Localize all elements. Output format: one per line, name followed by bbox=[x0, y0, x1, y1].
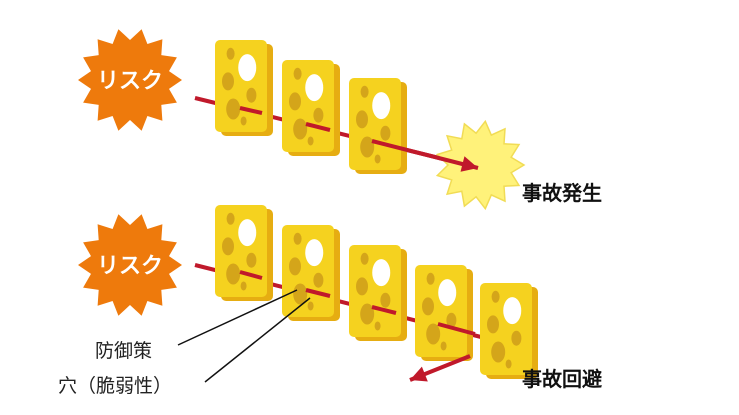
defense-layer-slice bbox=[215, 40, 273, 136]
hole-leader-line bbox=[204, 297, 311, 383]
hole-icon bbox=[222, 237, 234, 256]
hole-icon bbox=[360, 303, 375, 325]
hole-icon bbox=[360, 252, 369, 265]
hole-icon bbox=[422, 297, 434, 316]
hole-icon bbox=[372, 92, 391, 120]
risk-path-arrow bbox=[305, 288, 331, 298]
hole-icon bbox=[293, 67, 302, 80]
accident-burst-icon bbox=[435, 119, 526, 211]
hole-icon bbox=[305, 239, 324, 267]
defense-layer-slice bbox=[349, 78, 407, 174]
hole-icon bbox=[360, 136, 375, 158]
bottom-row: リスク 事故回避 防御策 穴（脆弱性） bbox=[58, 205, 602, 397]
risk-label: リスク bbox=[97, 254, 163, 279]
hole-icon bbox=[293, 283, 308, 305]
hole-icon bbox=[503, 297, 522, 325]
defense-leader-line bbox=[177, 289, 298, 346]
risk-path-arrow bbox=[437, 322, 476, 336]
top-row: リスク 事故発生 bbox=[78, 29, 602, 211]
hole-icon bbox=[505, 359, 512, 369]
hole-icon bbox=[313, 272, 324, 288]
hole-icon bbox=[226, 212, 235, 225]
hole-icon bbox=[246, 252, 257, 268]
hole-icon bbox=[293, 118, 308, 140]
hole-icon bbox=[289, 92, 301, 111]
hole-icon bbox=[305, 74, 324, 102]
hole-icon bbox=[246, 87, 257, 103]
hole-icon bbox=[222, 72, 234, 91]
hole-icon bbox=[238, 219, 257, 247]
hole-icon bbox=[374, 154, 381, 164]
hole-icon bbox=[226, 98, 241, 120]
hole-icon bbox=[380, 292, 391, 308]
hole-icon bbox=[293, 232, 302, 245]
hole-icon bbox=[238, 54, 257, 82]
hole-icon bbox=[491, 290, 500, 303]
hole-icon bbox=[426, 323, 441, 345]
hole-icon bbox=[307, 301, 314, 311]
hole-icon bbox=[240, 116, 247, 126]
risk-path-arrow bbox=[305, 122, 331, 132]
defense-layer-slice bbox=[349, 245, 407, 341]
defense-layer-slice bbox=[480, 283, 538, 379]
outcome-avoided: 事故回避 bbox=[522, 367, 602, 391]
risk-burst-icon bbox=[78, 29, 182, 131]
hole-icon bbox=[440, 341, 447, 351]
risk-label: リスク bbox=[97, 69, 163, 94]
defense-label: 防御策 bbox=[95, 340, 152, 362]
hole-label: 穴（脆弱性） bbox=[58, 375, 172, 397]
risk-path-arrow bbox=[239, 270, 263, 280]
hole-icon bbox=[313, 107, 324, 123]
hole-icon bbox=[226, 263, 241, 285]
risk-path-arrow bbox=[239, 106, 263, 115]
defense-layer-slice bbox=[282, 225, 340, 321]
risk-burst-icon bbox=[78, 214, 182, 316]
hole-icon bbox=[372, 259, 391, 287]
hole-icon bbox=[356, 277, 368, 296]
hole-icon bbox=[487, 315, 499, 334]
arrowhead-icon bbox=[410, 366, 428, 382]
defense-layer-slice bbox=[215, 205, 273, 301]
hole-icon bbox=[307, 136, 314, 146]
risk-path-arrow bbox=[371, 139, 479, 170]
hole-icon bbox=[240, 281, 247, 291]
outcome-accident: 事故発生 bbox=[522, 181, 602, 205]
hole-icon bbox=[289, 257, 301, 276]
hole-icon bbox=[511, 330, 522, 346]
arrowhead-icon bbox=[460, 156, 478, 172]
hole-icon bbox=[356, 110, 368, 129]
hole-icon bbox=[446, 312, 457, 328]
defense-layer-slice bbox=[282, 60, 340, 156]
hole-icon bbox=[380, 125, 391, 141]
hole-icon bbox=[360, 85, 369, 98]
hole-icon bbox=[226, 47, 235, 60]
hole-icon bbox=[491, 341, 506, 363]
hole-icon bbox=[426, 272, 435, 285]
defense-layer-slice bbox=[415, 265, 473, 361]
risk-path-arrow bbox=[371, 305, 397, 315]
hole-icon bbox=[374, 321, 381, 331]
hole-icon bbox=[438, 279, 457, 307]
